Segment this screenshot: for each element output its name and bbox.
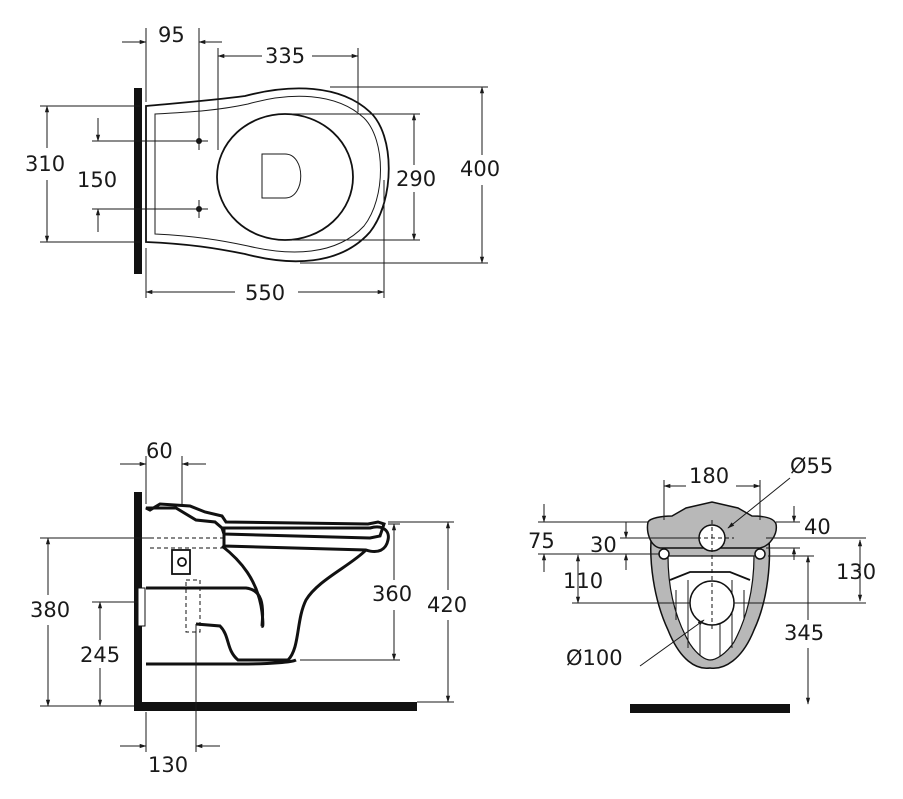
dim-dia-55: Ø55 (790, 454, 833, 478)
dim-30: 30 (590, 533, 617, 557)
top-view-bowl-inner (154, 95, 381, 253)
dim-290: 290 (396, 167, 436, 191)
side-view: 60 380 245 360 420 130 (30, 439, 467, 777)
side-view-pipe-stub (137, 587, 146, 627)
rear-view-fix-right (754, 548, 766, 560)
dim-40: 40 (804, 515, 831, 539)
dim-360: 360 (372, 582, 412, 606)
top-view: 95 335 310 150 290 400 550 (25, 23, 500, 305)
dim-245: 245 (80, 643, 120, 667)
dim-dia-100: Ø100 (566, 646, 623, 670)
dim-345: 345 (784, 621, 824, 645)
dim-400: 400 (460, 157, 500, 181)
side-view-seat (222, 525, 390, 554)
rear-view: 180 Ø55 75 30 40 110 130 345 (528, 454, 876, 713)
dim-420: 420 (427, 593, 467, 617)
dim-150: 150 (77, 168, 117, 192)
dim-110: 110 (563, 569, 603, 593)
side-view-trap (146, 586, 265, 627)
rear-view-fix-left (658, 548, 670, 560)
side-view-base (146, 658, 297, 666)
dim-310: 310 (25, 152, 65, 176)
top-view-seat-slot (261, 153, 302, 199)
dim-180: 180 (689, 464, 729, 488)
dim-130-rear: 130 (836, 560, 876, 584)
side-view-body (195, 544, 368, 662)
dim-95: 95 (158, 23, 185, 47)
dim-60: 60 (146, 439, 173, 463)
side-view-bowl-profile (145, 502, 386, 540)
top-view-wall (134, 88, 142, 274)
dim-335: 335 (265, 44, 305, 68)
top-view-seat (216, 113, 354, 241)
side-view-floor (134, 702, 417, 711)
side-view-outlet-dashed (185, 579, 201, 633)
dim-130-side: 130 (148, 753, 188, 777)
dim-380: 380 (30, 598, 70, 622)
dim-550: 550 (245, 281, 285, 305)
rear-view-floor (630, 704, 790, 713)
top-view-bowl-outline (145, 87, 390, 263)
side-view-inlet (171, 549, 191, 575)
dim-75: 75 (528, 529, 555, 553)
